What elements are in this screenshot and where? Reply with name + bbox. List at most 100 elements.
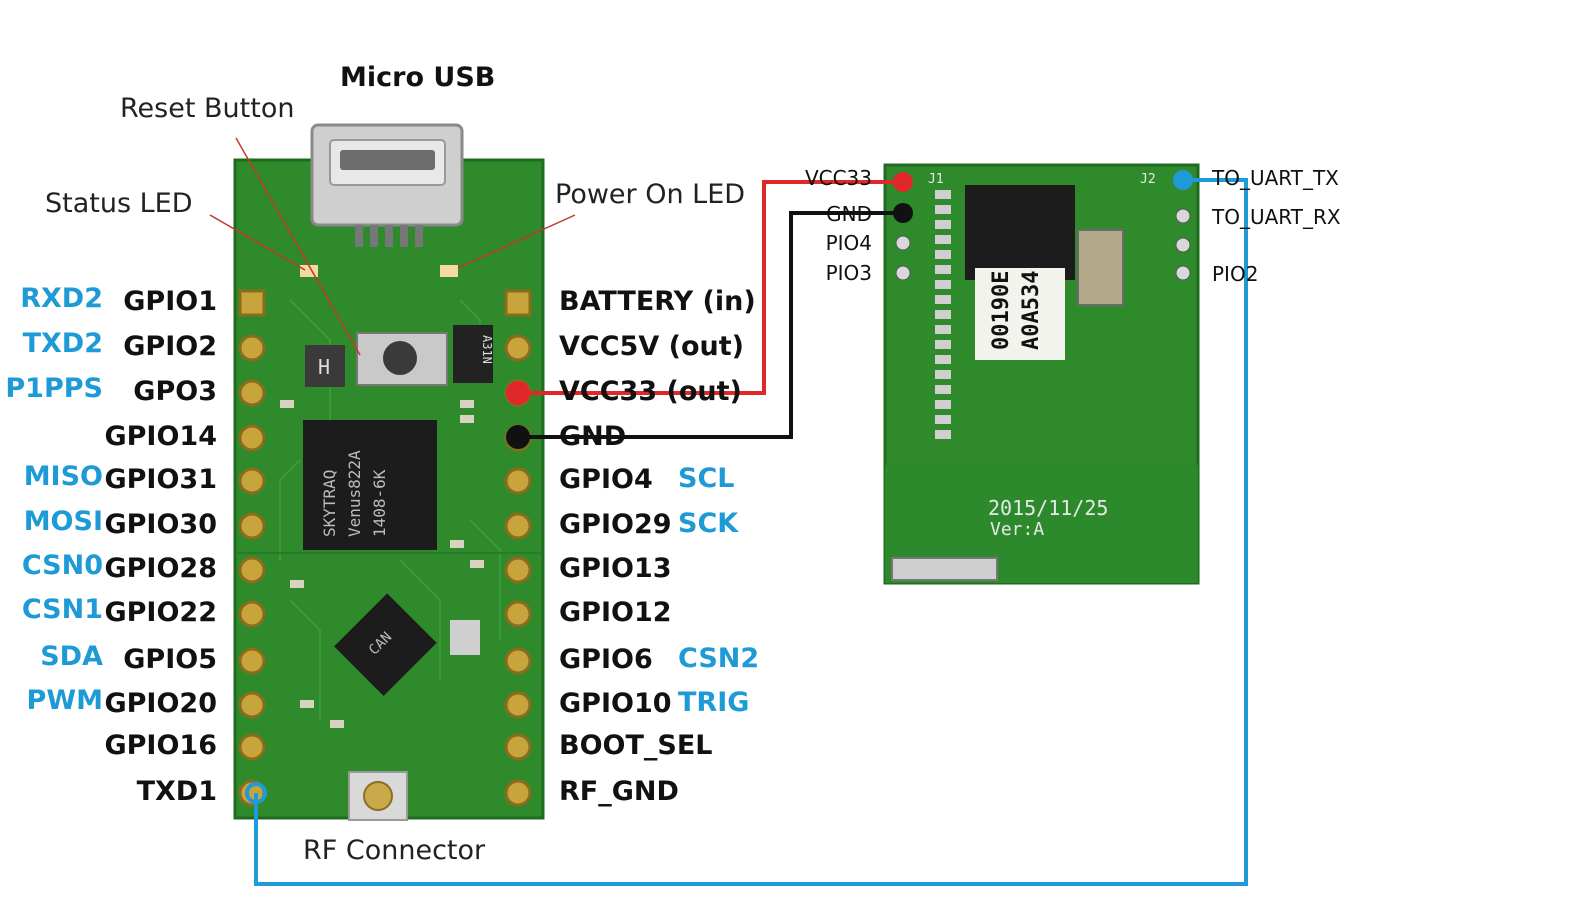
left-pin-alt: CSN1 (21, 594, 103, 625)
module-date-silk: 2015/11/25 (988, 496, 1108, 520)
left-pin-name: GPO3 (133, 376, 217, 407)
module-crystal (1077, 229, 1124, 306)
left-pin-pad (238, 289, 266, 317)
left-pin-alt: RXD2 (20, 283, 103, 314)
module-left-pin-label: PIO3 (825, 261, 872, 285)
rf-connector-label: RF Connector (303, 835, 486, 866)
right-pin-name: GPIO10 (559, 688, 672, 719)
module-right-pin-label: TO_UART_RX (1212, 205, 1341, 229)
module-sticker-text-1: 00190E (989, 271, 1014, 350)
callout-lines (209, 137, 576, 356)
right-pin-pad (504, 512, 532, 540)
wire-uart-endpoint-board (245, 782, 267, 804)
wire-gnd-endpoint-board (506, 425, 530, 449)
right-pin-pad (504, 779, 532, 807)
left-pin-alt: P1PPS (5, 373, 103, 404)
right-pin-name: GPIO6 (559, 644, 653, 675)
left-pin-pad (238, 467, 266, 495)
left-pin-name: GPIO5 (123, 644, 217, 675)
left-pin-name: GPIO20 (104, 688, 217, 719)
module-left-pin-label: GND (826, 202, 872, 226)
right-pin-alt: SCK (678, 508, 739, 539)
wire-gnd-endpoint-module (893, 203, 913, 223)
left-pin-name: GPIO2 (123, 331, 217, 362)
right-pin-name: VCC5V (out) (559, 331, 744, 362)
left-pin-pad (238, 556, 266, 584)
module-j1-silk: J1 (928, 172, 944, 187)
chip-code-label: 1408-6K (370, 469, 389, 537)
module-chip (965, 185, 1075, 280)
left-pin-pad (238, 512, 266, 540)
board-traces (235, 299, 543, 720)
regulator (453, 325, 493, 383)
right-pin-name: GPIO4 (559, 464, 653, 495)
module-left-pin-label: PIO4 (825, 231, 872, 255)
inductor-mark: H (318, 355, 330, 379)
module-side-pads (935, 190, 951, 439)
micro-usb-label: Micro USB (340, 62, 496, 93)
left-pin-pad (238, 424, 266, 452)
right-pin-name: BOOT_SEL (559, 730, 713, 761)
status-led-label: Status LED (45, 188, 193, 219)
left-pin-name: GPIO14 (104, 421, 217, 452)
left-pin-pad (238, 733, 266, 761)
chip-sub-label: Venus822A (345, 450, 364, 537)
right-pin-pad (504, 600, 532, 628)
power-led-part (440, 265, 458, 277)
right-pin-name: GPIO13 (559, 553, 672, 584)
left-pin-name: GPIO16 (104, 730, 217, 761)
wire-gnd (518, 211, 903, 439)
left-pin-name: GPIO1 (123, 286, 217, 317)
left-pin-name: GPIO30 (104, 509, 217, 540)
regulator-mark: A31N (480, 335, 494, 364)
wire-vcc33-endpoint-module (893, 172, 913, 192)
reset-button-label: Reset Button (120, 93, 295, 124)
right-pin-pad (504, 733, 532, 761)
right-pin-alt: TRIG (678, 687, 750, 718)
left-pin-alt: MOSI (23, 506, 103, 537)
left-pin-alt: PWM (26, 685, 103, 716)
gps-chip: SKYTRAQ Venus822A 1408-6K (303, 420, 437, 550)
wire-uart (254, 178, 1248, 886)
right-pin-pad (504, 556, 532, 584)
power-on-led-label: Power On LED (555, 179, 746, 210)
left-pin-alt: MISO (23, 461, 103, 492)
can-chip: CAN (334, 593, 437, 696)
left-pin-alt: TXD2 (22, 328, 103, 359)
left-pin-pad (238, 600, 266, 628)
inductor (305, 345, 345, 387)
module-left-pin-label: VCC33 (804, 166, 872, 190)
left-pin-name: GPIO22 (104, 597, 217, 628)
right-pin-name: GPIO12 (559, 597, 672, 628)
wire-uart-endpoint-module (1173, 170, 1193, 190)
right-pin-pad (504, 467, 532, 495)
module-antenna (891, 557, 998, 581)
right-pin-pad (504, 334, 532, 362)
module-version-silk: Ver:A (990, 519, 1044, 540)
left-pin-pad (238, 379, 266, 407)
wire-vcc33 (518, 180, 903, 395)
right-pin-name: GPIO29 (559, 509, 672, 540)
module-j2-silk: J2 (1140, 172, 1156, 187)
right-pin-alt: CSN2 (678, 643, 760, 674)
left-pin-pads (238, 289, 266, 807)
wire-vcc33-endpoint-board (506, 381, 530, 405)
right-pin-pad (504, 647, 532, 675)
left-pin-pad (238, 691, 266, 719)
module-right-pin-label: PIO2 (1212, 262, 1259, 286)
chip-label: SKYTRAQ (320, 470, 339, 537)
module-sticker-text-2: A0A534 (1019, 271, 1044, 350)
right-pin-name: GND (559, 421, 627, 452)
right-pin-name: VCC33 (out) (559, 376, 742, 407)
module-label-sticker (975, 268, 1065, 360)
left-pin-name: GPIO31 (104, 464, 217, 495)
right-pin-pad (504, 289, 532, 317)
small-components (280, 400, 484, 728)
right-pin-name: RF_GND (559, 776, 679, 807)
left-pin-name: TXD1 (136, 776, 217, 807)
right-pin-alt: SCL (678, 463, 735, 494)
right-pin-name: BATTERY (in) (559, 286, 756, 317)
right-pin-pad (504, 691, 532, 719)
module-right-pin-label: TO_UART_TX (1212, 166, 1339, 190)
